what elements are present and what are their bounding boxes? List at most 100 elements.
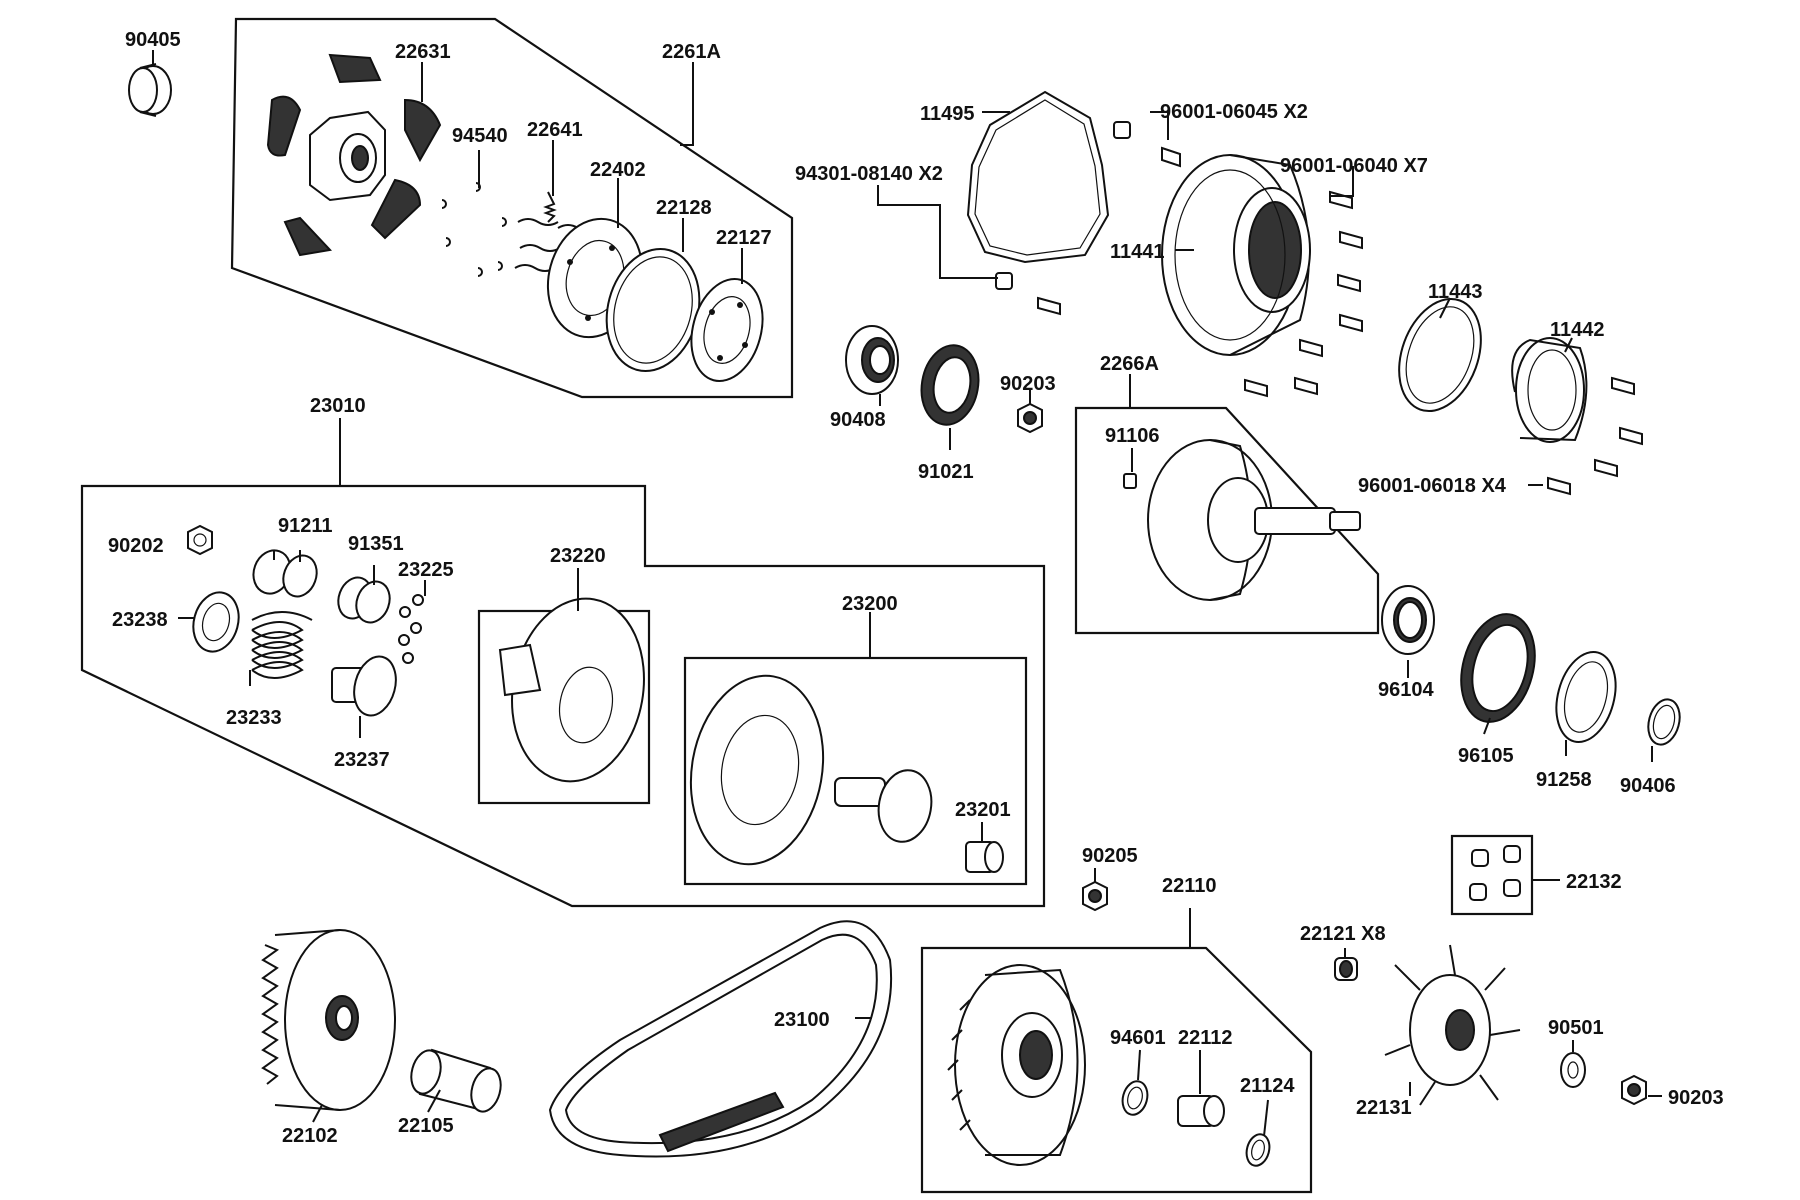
label-91258: 91258 (1536, 769, 1592, 791)
label-23200: 23200 (842, 593, 898, 615)
label-11442: 11442 (1550, 319, 1605, 341)
leader-lines (152, 50, 1662, 1137)
part-22132-rollers (1469, 845, 1521, 901)
part-11442-cover (1511, 337, 1588, 443)
part-90406-ring (1647, 698, 1681, 746)
part-23237-collar (331, 655, 397, 717)
part-22131-fan-plate (1384, 944, 1521, 1106)
part-91211-rings (252, 549, 318, 598)
group-box-22132 (1450, 834, 1534, 916)
part-22105-sleeve (410, 1048, 502, 1113)
part-91351-rings (337, 576, 391, 624)
part-23201-bushing (965, 841, 1004, 873)
part-90408-seal (845, 325, 899, 395)
part-91106-pin (1123, 473, 1137, 489)
label-22131: 22131 (1356, 1097, 1412, 1119)
label-96105: 96105 (1458, 745, 1514, 767)
label-23225: 23225 (398, 559, 454, 581)
label-23010: 23010 (310, 395, 366, 417)
part-22112-bushing (1177, 1095, 1225, 1127)
part-22127-plate (690, 278, 764, 382)
label-2266A: 2266A (1100, 353, 1159, 375)
label-23220: 23220 (550, 545, 606, 567)
part-22121-weight (1334, 957, 1358, 981)
label-90203-a: 90203 (1000, 373, 1056, 395)
part-90203-nut-a (1017, 402, 1043, 434)
label-23233: 23233 (226, 707, 282, 729)
label-2261A: 2261A (662, 41, 721, 63)
part-90501-washer (1560, 1052, 1586, 1088)
part-21124-ring (1245, 1133, 1271, 1167)
part-dowel-pins (995, 121, 1131, 290)
label-96001-06040: 96001-06040 X7 (1280, 155, 1428, 177)
group-box-23200 (683, 656, 1028, 886)
label-11443: 11443 (1428, 281, 1483, 303)
part-11495-gasket (966, 90, 1110, 264)
group-box-23010 (80, 484, 1046, 908)
group-box-2261A (230, 17, 794, 399)
label-90408: 90408 (830, 409, 886, 431)
label-90406: 90406 (1620, 775, 1676, 797)
label-23237: 23237 (334, 749, 390, 771)
part-23100-drive-belt (548, 920, 893, 1158)
label-11441: 11441 (1110, 241, 1165, 263)
label-22112: 22112 (1178, 1027, 1233, 1049)
label-96001-06045: 96001-06045 X2 (1160, 101, 1308, 123)
label-94601: 94601 (1110, 1027, 1166, 1049)
label-90203-b: 90203 (1668, 1087, 1724, 1109)
part-91258-seal (1555, 650, 1617, 744)
group-box-2266A (1074, 406, 1380, 635)
label-11495: 11495 (920, 103, 975, 125)
part-23220-sheave (498, 597, 645, 783)
label-22128: 22128 (656, 197, 712, 219)
part-labels: 90405 22631 2261A 94540 22641 22402 2212… (108, 29, 1724, 1147)
label-22641: 22641 (527, 119, 583, 141)
part-23225-sliders (398, 594, 424, 664)
part-91021-bearing (920, 344, 980, 426)
label-94301-08140: 94301-08140 X2 (795, 163, 943, 185)
part-22102-fan-pulley (261, 929, 396, 1111)
part-96104-bearing (1381, 585, 1435, 655)
label-91106: 91106 (1105, 425, 1160, 447)
part-22110-pulley (947, 964, 1086, 1166)
part-11441-housing (1161, 154, 1311, 356)
part-94540-clips (441, 182, 507, 277)
label-22132: 22132 (1566, 871, 1622, 893)
label-22402: 22402 (590, 159, 646, 181)
part-23233-spring (251, 611, 313, 679)
label-90501: 90501 (1548, 1017, 1604, 1039)
part-90203-nut-b (1621, 1074, 1647, 1106)
part-23200-sheave (689, 674, 933, 866)
part-bolts (1037, 146, 1643, 496)
label-91351: 91351 (348, 533, 404, 555)
label-90202: 90202 (108, 535, 164, 557)
label-90405: 90405 (125, 29, 181, 51)
part-23238-washer (192, 591, 240, 653)
part-90202-nut (187, 524, 213, 556)
label-23100: 23100 (774, 1009, 830, 1031)
label-22127: 22127 (716, 227, 772, 249)
label-22631: 22631 (395, 41, 451, 63)
label-23201: 23201 (955, 799, 1011, 821)
label-21124: 21124 (1240, 1075, 1295, 1097)
label-22110: 22110 (1162, 875, 1217, 897)
part-22631-clutch-hub (266, 53, 442, 257)
label-22102: 22102 (282, 1125, 338, 1147)
label-23238: 23238 (112, 609, 168, 631)
group-box-22110 (920, 946, 1313, 1194)
label-22105: 22105 (398, 1115, 454, 1137)
label-94540: 94540 (452, 125, 508, 147)
label-90205: 90205 (1082, 845, 1138, 867)
part-96105-bearing (1460, 613, 1536, 723)
part-90205-nut (1082, 880, 1108, 912)
label-96104: 96104 (1378, 679, 1434, 701)
part-90405-collar (128, 63, 172, 117)
label-96001-06018: 96001-06018 X4 (1358, 475, 1507, 497)
label-91021: 91021 (918, 461, 974, 483)
label-22121: 22121 X8 (1300, 923, 1386, 945)
part-2266A-drum-shaft (1147, 439, 1361, 601)
part-11443-gasket-ring (1398, 297, 1482, 413)
part-94601-ring (1121, 1080, 1149, 1116)
label-91211: 91211 (278, 515, 333, 537)
